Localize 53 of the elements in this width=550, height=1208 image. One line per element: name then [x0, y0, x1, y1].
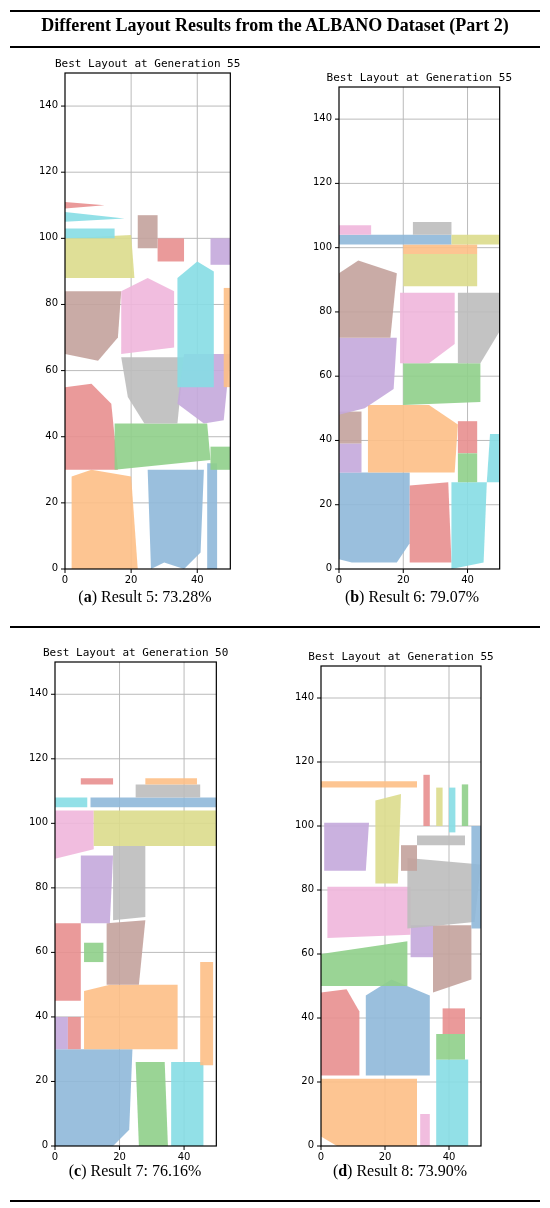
tick-label: 100: [38, 231, 58, 243]
panel-caption: (c) Result 7: 76.16%: [68, 1162, 202, 1180]
tick-label: 20: [45, 495, 58, 507]
tick-label: 100: [294, 819, 314, 830]
tick-label: 60: [319, 369, 332, 381]
tick-label: 40: [35, 1009, 48, 1021]
tick-label: 100: [312, 240, 332, 252]
tick-label: 20: [124, 574, 138, 585]
tick-label: 0: [335, 574, 343, 585]
plot-title: Best Layout at Generation 55: [308, 650, 494, 663]
tick-label: 120: [38, 165, 58, 177]
tick-label: 40: [319, 433, 332, 445]
tick-label: 80: [301, 883, 314, 894]
tick-label: 20: [378, 1151, 392, 1162]
tick-label: 40: [45, 429, 58, 441]
figure-title: Different Layout Results from the ALBANO Dataset (Part 2): [40, 15, 510, 36]
tick-label: 80: [45, 297, 58, 309]
tick-label: 40: [190, 574, 204, 585]
panel-caption: (a) Result 5: 73.28%: [78, 588, 212, 606]
plot-title: Best Layout at Generation 55: [326, 71, 513, 84]
tick-label: 0: [317, 1151, 325, 1162]
tick-label: 20: [396, 574, 410, 585]
tick-label: 140: [312, 112, 332, 124]
tick-label: 120: [312, 176, 332, 188]
panel-caption: (b) Result 6: 79.07%: [344, 588, 480, 606]
tick-label: 0: [325, 562, 332, 573]
tick-label: 140: [38, 99, 58, 111]
tick-label: 0: [307, 1139, 314, 1150]
tick-label: 60: [45, 363, 58, 375]
tick-label: 20: [301, 1075, 314, 1086]
tick-label: 60: [301, 947, 314, 958]
tick-label: 80: [35, 880, 48, 892]
tick-label: 80: [319, 304, 332, 316]
tick-label: 120: [294, 755, 314, 766]
tick-label: 140: [28, 687, 48, 699]
tick-label: 100: [28, 816, 48, 828]
tick-label: 40: [177, 1151, 191, 1162]
tick-label: 0: [51, 562, 58, 573]
tick-label: 60: [35, 945, 48, 957]
tick-label: 0: [61, 574, 69, 585]
tick-label: 0: [51, 1151, 59, 1162]
tick-label: 20: [319, 497, 332, 509]
tick-label: 40: [301, 1011, 314, 1022]
plot-title: Best Layout at Generation 50: [42, 646, 229, 659]
tick-label: 120: [28, 751, 48, 763]
tick-label: 40: [461, 574, 474, 585]
tick-label: 140: [294, 691, 314, 702]
tick-label: 20: [113, 1151, 126, 1162]
tick-label: 0: [41, 1139, 48, 1150]
plot-title: Best Layout at Generation 55: [54, 57, 241, 70]
panel-caption: (d) Result 8: 73.90%: [332, 1162, 468, 1180]
tick-label: 40: [442, 1151, 456, 1162]
tick-label: 20: [35, 1074, 48, 1086]
